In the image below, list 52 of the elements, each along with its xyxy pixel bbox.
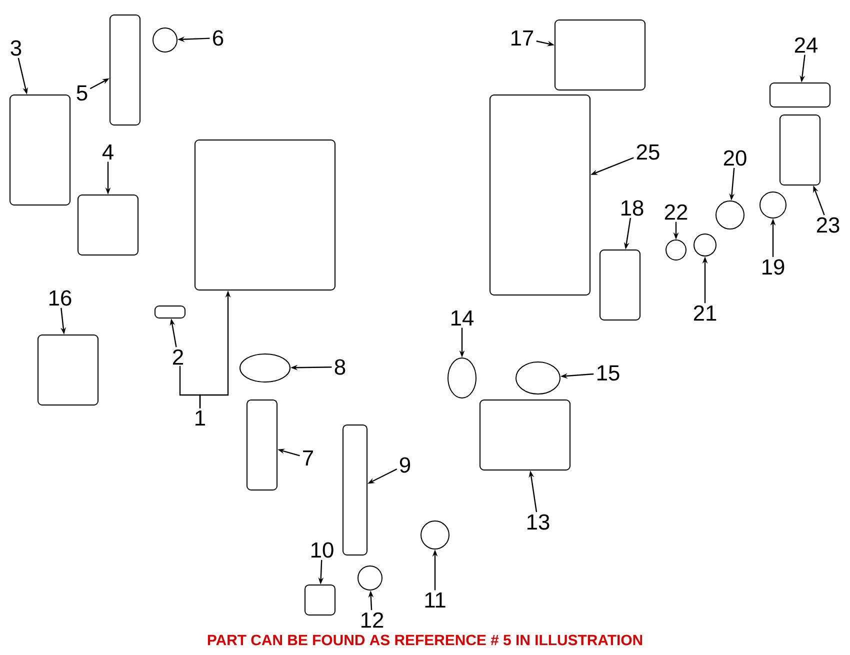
callout-number: 9: [400, 457, 410, 473]
part-box: [154, 306, 186, 318]
callout-number: 21: [694, 305, 716, 321]
callout-number: 19: [762, 259, 784, 275]
callout-number: 16: [50, 290, 72, 306]
part-box: [194, 140, 336, 290]
part-ring: [716, 200, 744, 230]
part-box: [304, 584, 336, 616]
callout-number: 8: [334, 359, 346, 375]
part-box: [480, 400, 570, 470]
callout-number: 18: [621, 200, 644, 216]
callout-number: 12: [362, 612, 384, 628]
part-box: [10, 94, 70, 206]
part-box: [78, 194, 138, 256]
bracket-line: [179, 366, 201, 408]
callout-number: 20: [724, 150, 746, 166]
callout-number: 1: [196, 410, 206, 426]
callout-number: 7: [303, 450, 313, 466]
callout-number: 4: [102, 144, 114, 160]
part-box: [38, 334, 98, 406]
part-ring: [358, 566, 382, 590]
part-box: [600, 250, 640, 320]
callout-number: 23: [816, 217, 840, 233]
callout-number: 17: [511, 30, 534, 46]
part-ring: [240, 354, 290, 382]
part-box: [490, 94, 590, 296]
part-box: [342, 424, 368, 556]
callout-number: 5: [76, 85, 88, 101]
part-box: [770, 82, 830, 108]
callout-number: 22: [664, 204, 688, 220]
callout-number: 3: [10, 40, 22, 56]
part-ring: [420, 520, 450, 550]
callout-number: 15: [597, 365, 620, 381]
part-box: [246, 400, 278, 490]
callout-number: 6: [213, 30, 224, 46]
part-box: [554, 20, 646, 90]
part-ring: [694, 234, 716, 256]
callout-number: 14: [452, 310, 474, 326]
part-ring: [760, 192, 786, 218]
callout-number: 24: [794, 37, 818, 53]
callout-number: 11: [425, 592, 446, 608]
part-ring: [666, 240, 686, 260]
callout-number: 2: [173, 349, 183, 365]
callout-number: 25: [636, 144, 660, 160]
part-box: [780, 114, 820, 186]
part-ring: [448, 358, 476, 398]
callout-number: 13: [527, 514, 550, 530]
part-ring: [516, 362, 560, 394]
callout-number: 10: [312, 542, 334, 558]
part-box: [110, 14, 140, 126]
note: PART CAN BE FOUND AS REFERENCE # 5 IN ILLUSTRATION: [208, 634, 642, 646]
part-ring: [152, 28, 178, 52]
